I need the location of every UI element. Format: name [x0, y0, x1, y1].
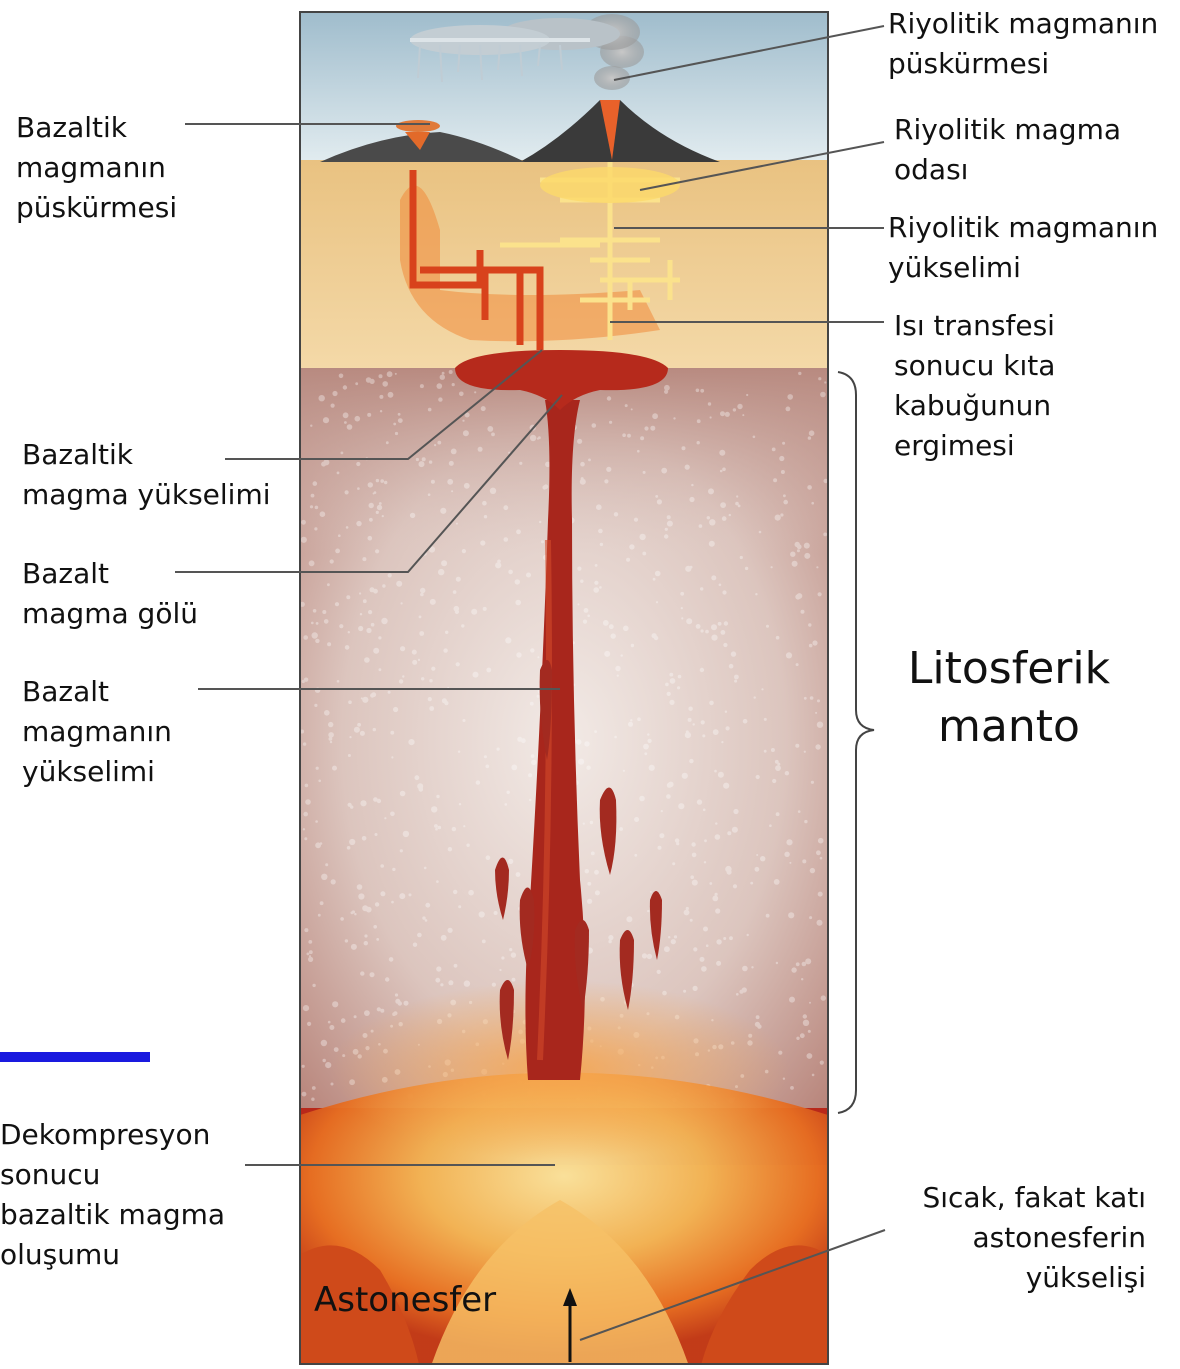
- label-riyolitik-puskurme: Riyolitik magmanın püskürmesi: [888, 4, 1158, 84]
- label-astonesfer: Astonesfer: [314, 1278, 496, 1322]
- label-isi-transferi: Isı transfesi sonucu kıta kabuğunun ergi…: [894, 306, 1055, 466]
- label-bazaltik-puskurme: Bazaltik magmanın püskürmesi: [16, 108, 177, 228]
- accent-bar: [0, 1052, 150, 1062]
- label-bazaltik-yukselim: Bazaltik magma yükselimi: [22, 435, 271, 515]
- label-litosferik-manto: Litosferik manto: [884, 640, 1134, 756]
- label-bazalt-yukselim: Bazalt magmanın yükselimi: [22, 672, 172, 792]
- label-riyolitik-oda: Riyolitik magma odası: [894, 110, 1121, 190]
- label-bazalt-gol: Bazalt magma gölü: [22, 554, 198, 634]
- rhyolite-magma-chamber: [540, 167, 680, 203]
- label-dekompresyon: Dekompresyon sonucu bazaltik magma oluşu…: [0, 1115, 225, 1275]
- label-sicak-astenosfer: Sıcak, fakat katı astonesferin yükselişi: [850, 1178, 1146, 1298]
- label-riyolitik-yukselim: Riyolitik magmanın yükselimi: [888, 208, 1158, 288]
- lithosphere-brace: [838, 372, 874, 1113]
